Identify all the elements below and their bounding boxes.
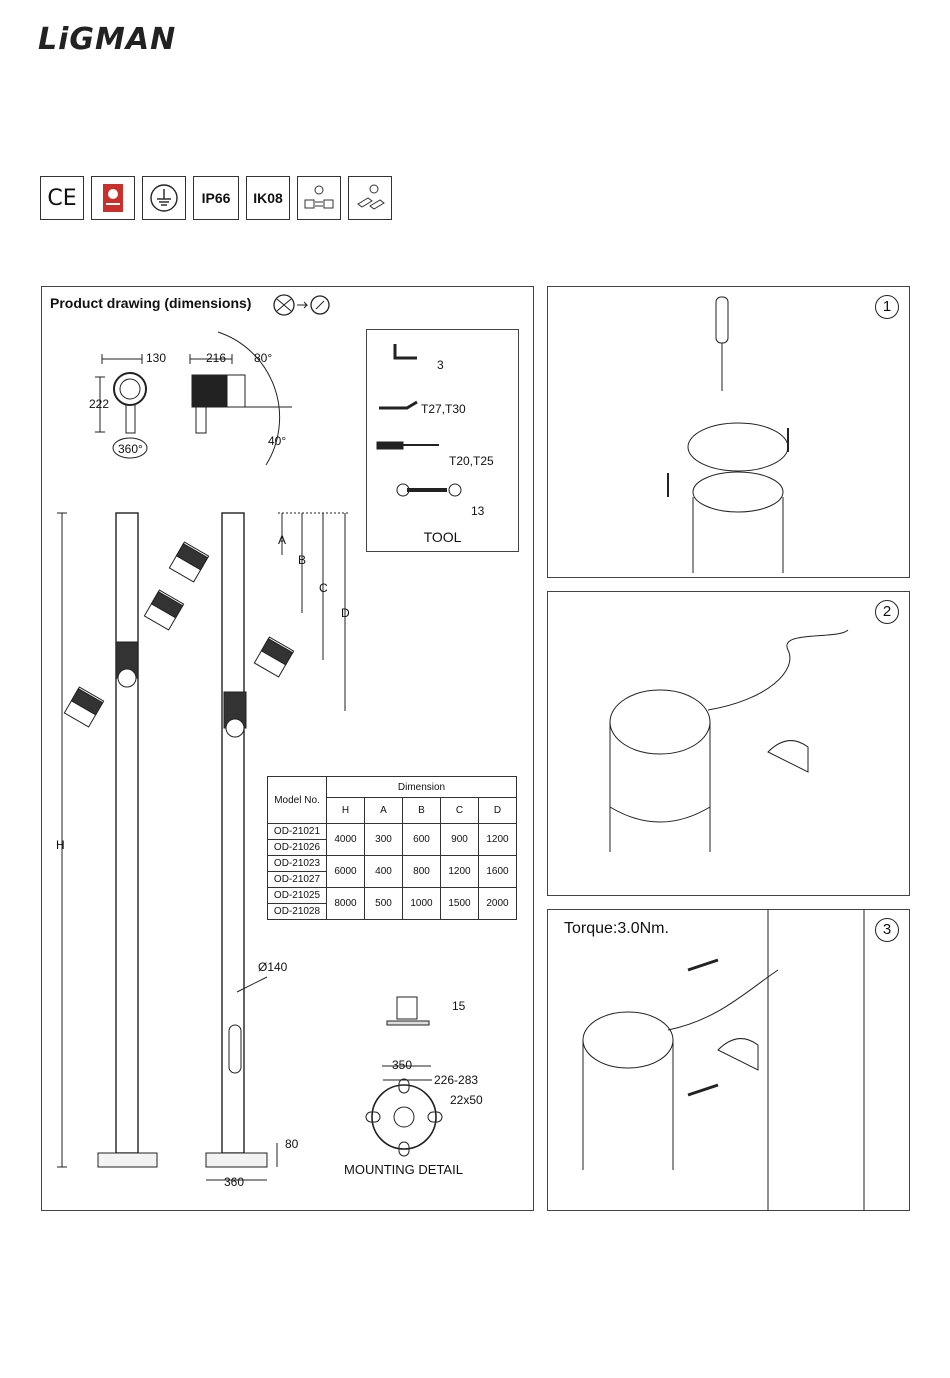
value-cell: 4000	[326, 823, 365, 856]
table-row: OD-21028	[267, 903, 517, 920]
dim-b-label: B	[298, 553, 307, 567]
brand-logo: LiGMAN	[38, 22, 177, 57]
value-cell: 400	[364, 855, 403, 888]
tool-size-wrench: 13	[471, 504, 485, 518]
tool-size-torx-large: T27,T30	[421, 402, 466, 416]
tool-icons	[376, 344, 462, 497]
model-cell: OD-21026	[267, 839, 327, 856]
step-3-panel: Torque:3.0Nm. 3	[547, 909, 910, 1211]
model-cell: OD-21025	[267, 887, 327, 904]
tool-box: 3 T27,T30 T20,T25 13 TOOL	[366, 329, 519, 552]
dimension-header: Dimension	[326, 776, 517, 798]
step-2-illustration	[609, 629, 849, 852]
base-height-label: 80	[285, 1137, 299, 1151]
col-h: H	[326, 797, 365, 824]
table-row: OD-21023 6000 400 800 1200 1600	[267, 855, 517, 888]
plate-width-label: 350	[392, 1058, 413, 1072]
replaceable-light-source-icon	[297, 176, 341, 220]
drawing-title: Product drawing (dimensions)	[50, 295, 252, 311]
step-1-panel: 1	[547, 286, 910, 578]
step-3-number: 3	[875, 918, 899, 942]
value-cell: 1000	[402, 887, 441, 920]
dim-c-label: C	[319, 581, 328, 595]
col-c: C	[440, 797, 479, 824]
bolt-spacing-label: 226-283	[434, 1073, 479, 1087]
value-cell: 1200	[440, 855, 479, 888]
ip-rating-badge: IP66	[193, 176, 239, 220]
tool-size-torx-small: T20,T25	[449, 454, 494, 468]
model-cell: OD-21027	[267, 871, 327, 888]
col-b: B	[402, 797, 441, 824]
value-cell: 300	[364, 823, 403, 856]
step-2-number: 2	[875, 600, 899, 624]
value-cell: 8000	[326, 887, 365, 920]
model-cell: OD-21021	[267, 823, 327, 840]
step-1-number: 1	[875, 295, 899, 319]
rotation-label: 360°	[118, 442, 143, 456]
pole-diameter-label: Ø140	[258, 960, 288, 974]
dimension-drawing	[57, 331, 443, 1181]
ik-rating-badge: IK08	[246, 176, 290, 220]
dim-a-label: A	[278, 533, 287, 547]
replaceable-control-gear-icon	[348, 176, 392, 220]
tilt-up-label: 80°	[254, 351, 273, 365]
base-width-label: 360	[224, 1175, 245, 1189]
model-header: Model No.	[267, 776, 327, 824]
value-cell: 2000	[478, 887, 517, 920]
step-3-illustration	[582, 910, 865, 1210]
quality-mark-icon	[91, 176, 135, 220]
col-d: D	[478, 797, 517, 824]
model-cell: OD-21023	[267, 855, 327, 872]
step-2-panel: 2	[547, 591, 910, 896]
tool-size-hex: 3	[437, 358, 444, 372]
dim-d-label: D	[341, 606, 350, 620]
dimension-table: Model No. Dimension H A B C D OD-21021 4…	[267, 776, 517, 920]
earth-ground-icon	[142, 176, 186, 220]
tilt-down-label: 40°	[268, 434, 287, 448]
head-height-label: 222	[89, 397, 110, 411]
value-cell: 1200	[478, 823, 517, 856]
torque-label: Torque:3.0Nm.	[564, 920, 669, 937]
certification-row: CE IP66 IK08	[40, 176, 392, 220]
head-width-label: 130	[146, 351, 167, 365]
plate-thickness-label: 15	[452, 999, 466, 1013]
value-cell: 800	[402, 855, 441, 888]
value-cell: 1600	[478, 855, 517, 888]
product-drawing-panel: Product drawing (dimensions)	[41, 286, 534, 1211]
slot-size-label: 22x50	[450, 1093, 483, 1107]
table-row: OD-21021 4000 300 600 900 1200	[267, 823, 517, 856]
value-cell: 1500	[440, 887, 479, 920]
step-1-illustration	[667, 296, 789, 573]
pole-height-label: H	[56, 838, 65, 852]
tool-title: TOOL	[423, 529, 462, 545]
head-depth-label: 216	[206, 351, 227, 365]
value-cell: 500	[364, 887, 403, 920]
col-a: A	[364, 797, 403, 824]
value-cell: 900	[440, 823, 479, 856]
model-cell: OD-21028	[267, 903, 327, 920]
ce-mark-icon: CE	[40, 176, 84, 220]
value-cell: 600	[402, 823, 441, 856]
mounting-detail-title: MOUNTING DETAIL	[344, 1162, 463, 1177]
tool-exchange-icon	[273, 294, 330, 316]
value-cell: 6000	[326, 855, 365, 888]
table-row: OD-21025 8000 500 1000 1500 2000	[267, 887, 517, 920]
